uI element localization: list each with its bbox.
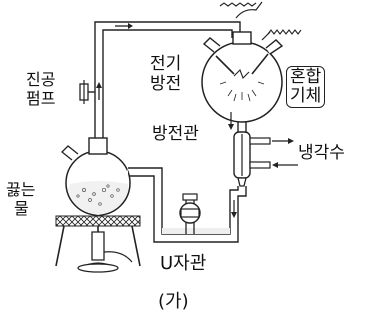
vapor-tube [94,21,241,140]
electrode-coil-1 [219,2,257,7]
gas-mixture-label-line1: 혼합 [290,67,322,87]
boiling-flask [61,137,131,216]
gas-mixture-label: 혼합 기체 [286,66,326,108]
boiling-water-label: 끓는 물 [6,180,35,218]
wire-gauze [55,215,141,227]
u-tube-water [162,228,230,234]
water-bubbles [76,184,120,206]
bunsen-burner [77,231,133,273]
cooling-water-arrows [272,138,298,168]
spark-glow [219,81,265,102]
electric-discharge-label-line2: 방전 [150,74,182,94]
flow-arrow-return [231,200,237,218]
boiling-water-label-line2: 물 [14,199,29,218]
return-tube-outer [128,175,247,243]
figure-caption: (가) [158,291,189,312]
discharge-tube-label: 방전관 [152,124,199,144]
electrode-wire-2 [261,31,271,41]
condenser [233,121,271,187]
flow-arrow-up [96,82,102,100]
flow-arrow-top [115,23,133,29]
spark-electrodes [215,53,269,79]
cooling-water-label: 냉각수 [298,143,345,163]
electrode-coil-2 [267,29,302,35]
return-tube-inner [128,167,239,235]
tripod-stand [55,225,141,267]
discharge-flask [201,31,284,123]
u-tube-label: U자관 [160,253,207,274]
vacuum-pump-label-line1: 진공 [26,70,56,89]
vapor-tube-inner [102,29,233,140]
electrode-wire-1 [235,1,263,19]
electric-discharge-label-line1: 전기 [150,54,182,74]
flow-arrow-down [228,112,234,130]
electric-discharge-label: 전기 방전 [150,54,181,94]
vacuum-pump-label-line2: 펌프 [26,89,56,108]
vacuum-pump-label: 진공 펌프 [26,70,55,108]
vacuum-pump-valve [79,80,95,104]
u-tube-stopcock [179,193,201,234]
gas-mixture-label-line2: 기체 [290,86,322,106]
boiling-water-label-line1: 끓는 [6,180,36,199]
